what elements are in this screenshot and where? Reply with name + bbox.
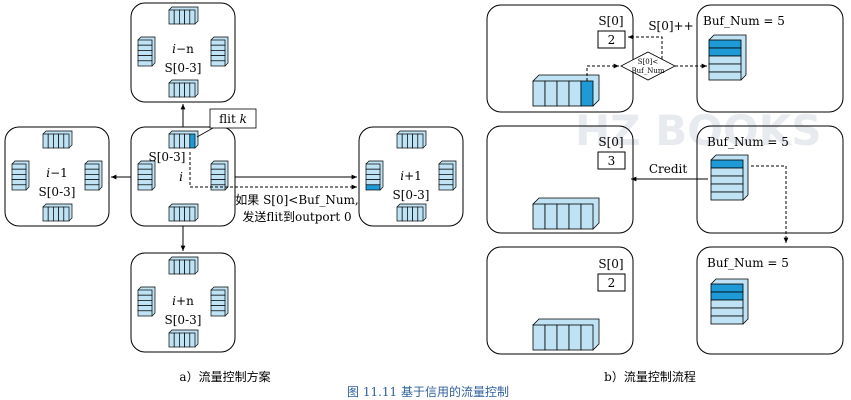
- buffer-west-top: [42, 130, 73, 149]
- flit-callout: [209, 108, 257, 129]
- buffer-south-left: [137, 286, 156, 317]
- router-center-counter: S[0-3]: [149, 150, 186, 164]
- row2-sender-buffer: [532, 197, 600, 230]
- row2-receiver-buffer: [710, 154, 749, 201]
- buffer-center-bottom: [168, 203, 199, 222]
- row1-flow-to-decision: [586, 63, 619, 81]
- buffer-south-top: [168, 256, 199, 275]
- row1-s-box: [597, 30, 626, 49]
- figure-caption: 图 11.11 基于信用的流量控制: [347, 384, 509, 399]
- router-center-label: i: [179, 170, 183, 184]
- router-east-counter: S[0-3]: [393, 188, 430, 202]
- row3-sender: [486, 246, 634, 355]
- row1-s-value: 2: [608, 33, 616, 47]
- router-west-label: i−1: [46, 166, 68, 180]
- row1-sender: [486, 4, 634, 113]
- buffer-center-left: [137, 160, 156, 191]
- router-south: [130, 252, 236, 353]
- row1-inc-label: S[0]++: [648, 19, 693, 33]
- router-south-counter: S[0-3]: [165, 313, 202, 327]
- right-caption: b）流量控制流程: [604, 369, 696, 384]
- buffer-east-bottom: [396, 203, 427, 222]
- row2-flit-leave: [751, 165, 789, 243]
- buffer-west-right: [84, 160, 103, 191]
- buffer-north-left: [137, 36, 156, 67]
- buffer-west-bottom: [42, 203, 73, 222]
- buffer-east-top: [396, 130, 427, 149]
- buffer-north-right: [210, 36, 229, 67]
- router-north: [130, 2, 236, 103]
- router-north-label: i−n: [172, 42, 194, 56]
- router-north-counter: S[0-3]: [165, 61, 202, 75]
- row2-s-box: [597, 151, 626, 170]
- row2-buf-label: Buf_Num = 5: [707, 135, 789, 149]
- buffer-north-top: [168, 6, 199, 25]
- watermark: HZ BOOKS: [575, 106, 821, 155]
- buffer-center-top: [168, 130, 199, 149]
- buffer-south-right: [210, 286, 229, 317]
- buffer-east-left: [365, 160, 384, 191]
- row3-receiver: [696, 246, 844, 355]
- row3-receiver-buffer: [710, 278, 749, 325]
- row1-s-label: S[0]: [598, 14, 623, 28]
- flit-path: [189, 152, 357, 190]
- router-east-label: i+1: [400, 169, 422, 183]
- row1-sender-buffer: [532, 74, 600, 107]
- buffer-center-right: [210, 160, 229, 191]
- left-caption: a）流量控制方案: [179, 369, 270, 384]
- row3-buf-label: Buf_Num = 5: [707, 256, 789, 270]
- row2-credit-label: Credit: [649, 162, 688, 176]
- row1-cmp-line2: Buf_Num: [631, 67, 664, 75]
- row1-receiver: [696, 4, 844, 113]
- buffer-west-left: [11, 160, 30, 191]
- rule-text-line1: 如果 S[0]<Buf_Num,: [235, 192, 359, 207]
- row3-s-label: S[0]: [598, 257, 623, 271]
- row1-cmp-line1: S[0]<: [638, 58, 659, 66]
- row3-s-box: [597, 273, 626, 292]
- svg-text:HZ BOOKS: HZ BOOKS: [575, 106, 821, 155]
- router-west-counter: S[0-3]: [39, 185, 76, 199]
- buffer-east-right: [438, 160, 457, 191]
- row1-receiver-buffer: [708, 34, 747, 81]
- row3-sender-buffer: [532, 318, 600, 351]
- router-south-label: i+n: [172, 294, 194, 308]
- rule-text-line2: 发送flit到outport 0: [242, 209, 351, 224]
- router-west: [4, 126, 110, 227]
- flit-callout-label: flit k: [219, 112, 247, 126]
- router-east: [358, 126, 464, 227]
- row1-flow-increment: [628, 34, 663, 59]
- buffer-south-bottom: [168, 329, 199, 348]
- buffer-north-bottom: [168, 79, 199, 98]
- row2-s-label: S[0]: [598, 135, 623, 149]
- row3-s-value: 2: [608, 276, 616, 290]
- row1-buf-label: Buf_Num = 5: [703, 14, 785, 28]
- row1-decision: [620, 51, 676, 81]
- row2-s-value: 3: [608, 154, 616, 168]
